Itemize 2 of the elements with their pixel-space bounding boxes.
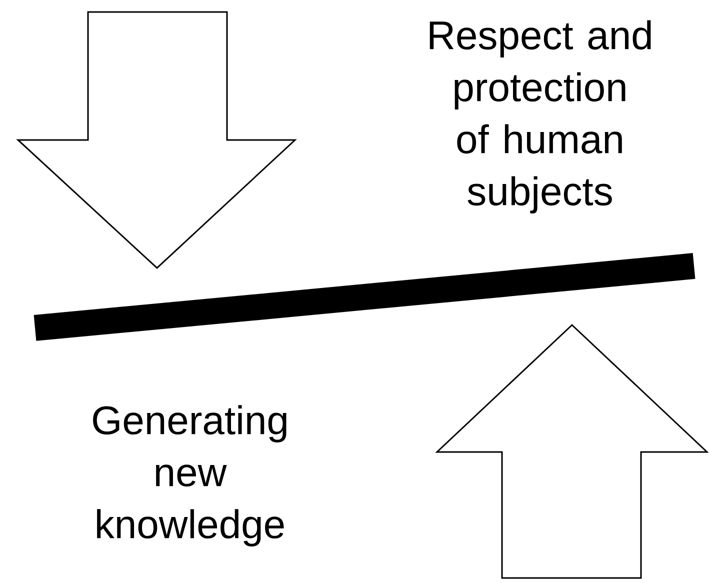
label-text: Generating new knowledge [93, 405, 286, 546]
label-text: Respect and protection of human subjects [430, 20, 651, 214]
